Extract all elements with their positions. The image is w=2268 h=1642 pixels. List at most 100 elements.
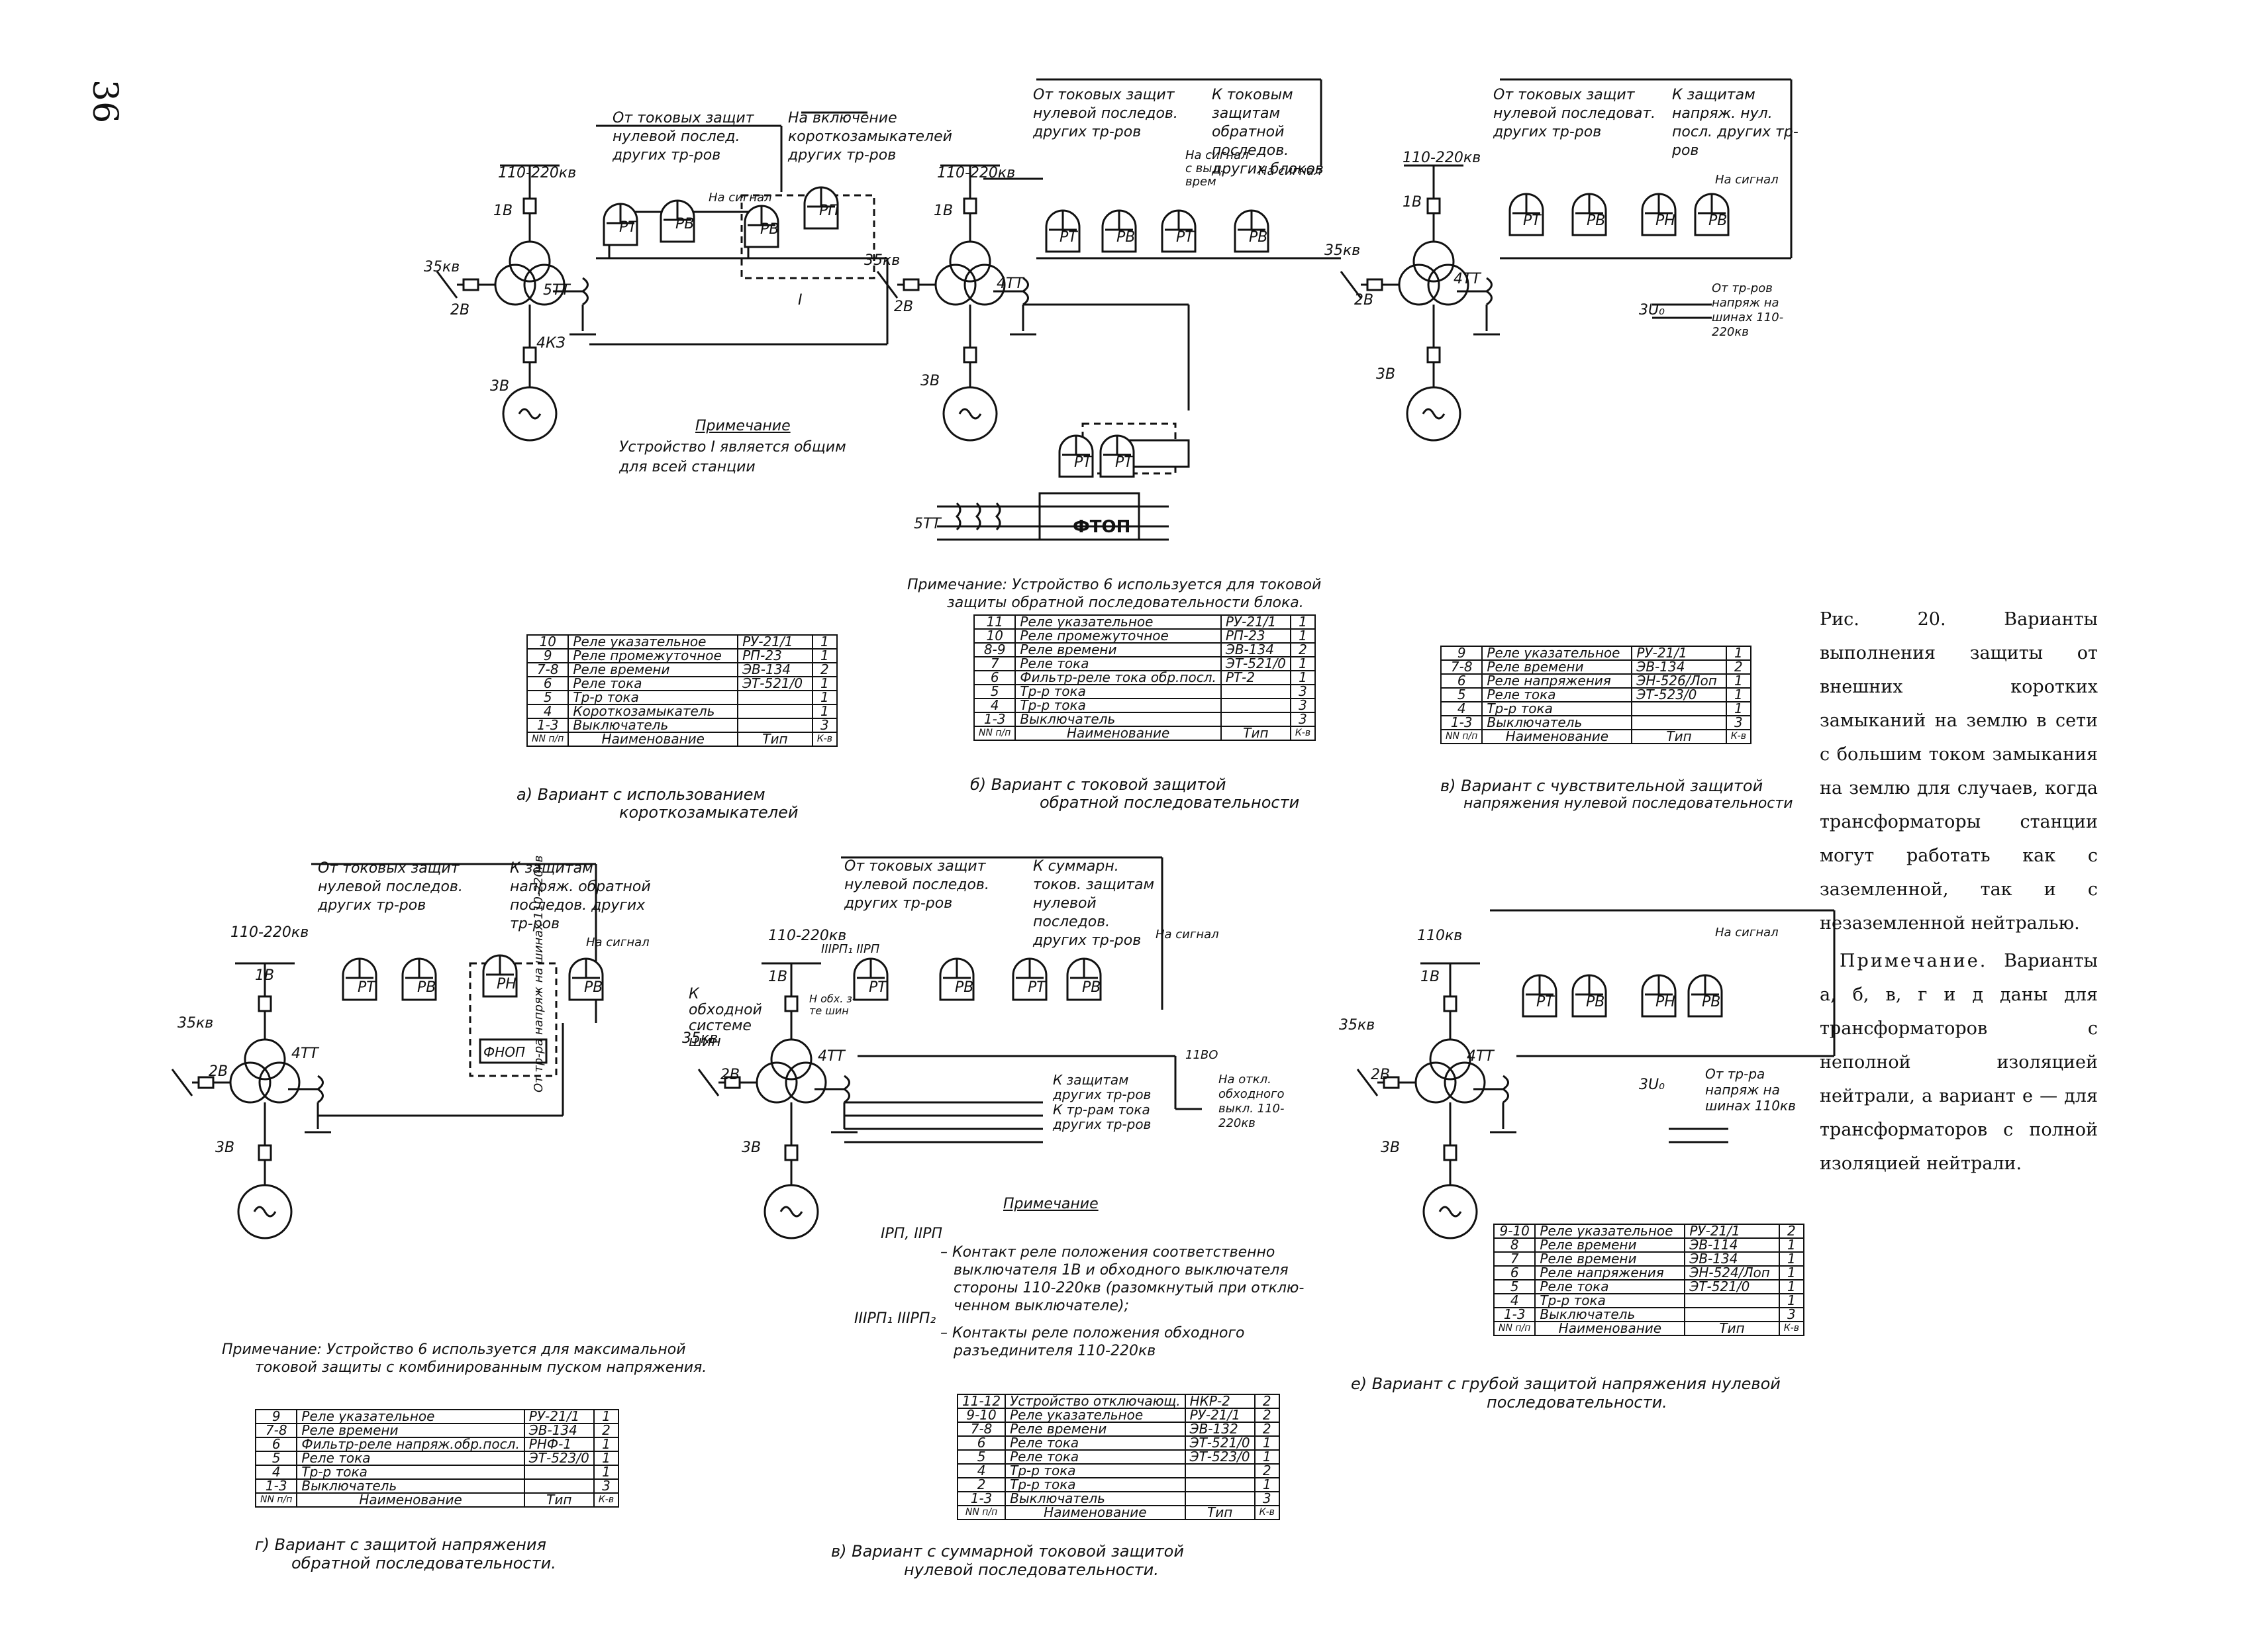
diagram-d-breaker-3: 3В — [215, 1139, 235, 1156]
diagram-b-relay-5: РТ — [1074, 454, 1092, 471]
diagram-d-fnop: ФНОП — [483, 1044, 526, 1060]
diagram-c-ct: 4ТТ — [1454, 271, 1481, 287]
diagram-e-note2-line1: – Контакты реле положения обходного — [940, 1325, 1245, 1341]
diagram-e-note1-line3: стороны 110-220кв (разомкнутый при отклю… — [954, 1280, 1305, 1296]
diagram-a-note-title: Примечание — [695, 418, 791, 434]
diagram-a-device: I — [798, 292, 803, 309]
diagram-e-breaker-3: 3В — [742, 1139, 762, 1156]
figure-caption-note-label: Примечание. — [1840, 951, 1988, 971]
diagram-d-ct: 4ТТ — [291, 1045, 319, 1062]
diagram-f-breaker-2: 2В — [1371, 1067, 1391, 1083]
diagram-c-breaker-2: 2В — [1354, 292, 1374, 309]
diagram-c-top-left: От токовых защит нулевой последоват. дру… — [1493, 87, 1656, 140]
diagram-e-bypass-bus: К обходной системе шин — [689, 986, 762, 1050]
diagram-e-top-right: К суммарн. токов. защитам нулевой послед… — [1033, 858, 1155, 949]
diagram-f-schematic — [1356, 909, 1836, 1239]
figure-caption-main: Рис. 20. Варианты выполнения защиты от в… — [1820, 609, 2098, 934]
diagram-b-voltage-35: 35кв — [864, 252, 901, 269]
diagram-b-caption-line2: обратной последовательности — [1040, 793, 1300, 812]
diagram-e-voltage-hv: 110-220кв — [768, 928, 847, 944]
diagram-c-u0: 3U₀ — [1639, 302, 1665, 318]
diagram-f-relay-3: РН — [1655, 994, 1675, 1010]
diagram-b-relay-4: РВ — [1249, 229, 1268, 246]
diagram-d-relay-3: РН — [497, 976, 517, 992]
diagram-b-breaker-3: 3В — [920, 373, 940, 389]
diagram-b-relay-2: РВ — [1116, 229, 1136, 246]
diagram-c-caption-line1: в) Вариант с чувствительной защитой — [1440, 777, 1763, 795]
diagram-c-relay-4: РВ — [1708, 213, 1728, 229]
diagram-a-caption-line2: короткозамыкателей — [619, 803, 799, 822]
diagram-b-note-line1: Примечание: Устройство 6 используется дл… — [907, 577, 1322, 593]
diagram-c-breaker-1: 1В — [1403, 194, 1422, 211]
diagram-d-note-line1: Примечание: Устройство 6 используется дл… — [222, 1341, 686, 1358]
diagram-e-note-title: Примечание — [1003, 1196, 1099, 1212]
diagram-b-top-right: К токовым защитам обратной последов. дру… — [1212, 87, 1324, 177]
diagram-d-top-left: От токовых защит нулевой последов. други… — [318, 860, 463, 914]
diagram-f-relay-4: РВ — [1702, 994, 1721, 1010]
diagram-e-bypass-short: Н обх. з-те шин — [809, 992, 856, 1017]
diagram-e-voltage-35: 35кв — [682, 1030, 718, 1047]
diagram-e-relay-4: РВ — [1082, 979, 1101, 996]
diagram-a-signal: На сигнал — [709, 191, 772, 205]
diagram-f-u0: 3U₀ — [1639, 1077, 1665, 1093]
diagram-d-relay-4: РВ — [584, 979, 603, 996]
diagram-b-relay-6: РТ — [1115, 454, 1133, 471]
diagram-e-note2-line2: разъединителя 110-220кв — [954, 1343, 1156, 1359]
diagram-a-top-left: От токовых защит нулевой послед. других … — [613, 110, 754, 164]
diagram-c-relay-2: РВ — [1587, 213, 1606, 229]
diagram-b-caption-line1: б) Вариант с токовой защитой — [970, 775, 1226, 794]
diagram-f-caption-line2: последовательности. — [1487, 1393, 1667, 1412]
diagram-f-voltage-35: 35кв — [1339, 1017, 1375, 1034]
diagram-b-signal-delay: На сигнал с выд. врем — [1185, 148, 1249, 189]
diagram-f-relay-1: РТ — [1536, 994, 1554, 1010]
diagram-e-rp-contacts: IIIРП₁ IIРП — [821, 942, 880, 956]
diagram-e-note1-line4: ченном выключателе); — [954, 1298, 1129, 1314]
diagram-f-ct: 4ТТ — [1467, 1048, 1494, 1065]
diagram-e-to-ct: К тр-рам тока других тр-ров — [1053, 1102, 1152, 1132]
diagram-e-relay-1: РТ — [869, 979, 887, 996]
diagram-d-voltage-35: 35кв — [177, 1015, 214, 1032]
diagram-d-breaker-1: 1В — [255, 967, 275, 984]
diagram-f-caption-line1: е) Вариант с грубой защитой напряжения н… — [1351, 1375, 1781, 1393]
diagram-e-caption-line2: нулевой последовательности. — [904, 1561, 1159, 1579]
diagram-b-breaker-2: 2В — [894, 299, 914, 315]
diagram-c-voltage-35: 35кв — [1324, 242, 1361, 259]
diagram-b-relay-3: РТ — [1176, 229, 1194, 246]
diagram-a-breaker-2: 2В — [450, 302, 470, 318]
diagram-a-ct: 5ТТ — [543, 282, 570, 299]
diagram-c-relay-3: РН — [1655, 213, 1675, 229]
figure-caption-note-text: Варианты а, б, в, г и д даны для трансфо… — [1820, 951, 2098, 1174]
diagram-d-caption-line2: обратной последовательности. — [291, 1554, 556, 1572]
diagram-a-note-line1: Устройство I является общим — [619, 439, 846, 456]
